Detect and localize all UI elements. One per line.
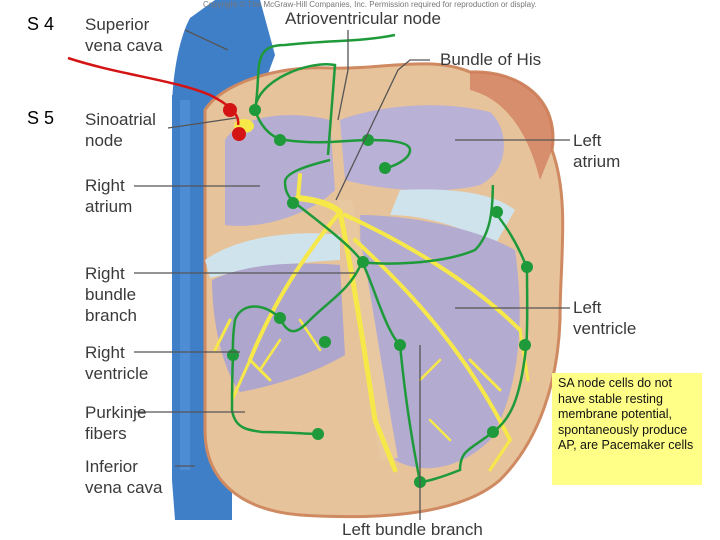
label-bundle-of-his: Bundle of His: [440, 50, 542, 69]
label-left-bundle-branch: Left bundle branch: [342, 520, 483, 539]
left-atrium-chamber: [340, 105, 504, 191]
copyright-notice: Copyright © The McGraw-Hill Companies, I…: [203, 0, 537, 9]
left-ventricle-chamber: [360, 215, 520, 469]
red-marker-2: [232, 127, 246, 141]
sa-node-note: SA node cells do not have stable resting…: [552, 373, 702, 485]
conduction-system: [213, 173, 530, 473]
leader-lines: [134, 29, 570, 520]
slide-mark-s5: S 5: [27, 108, 55, 128]
red-marker-1: [223, 103, 237, 117]
label-av-node: Atrioventricular node: [285, 9, 441, 28]
right-ventricle-chamber: [212, 263, 345, 392]
annotation-markers: [227, 104, 533, 488]
slide-mark-s4: S 4: [27, 14, 55, 34]
